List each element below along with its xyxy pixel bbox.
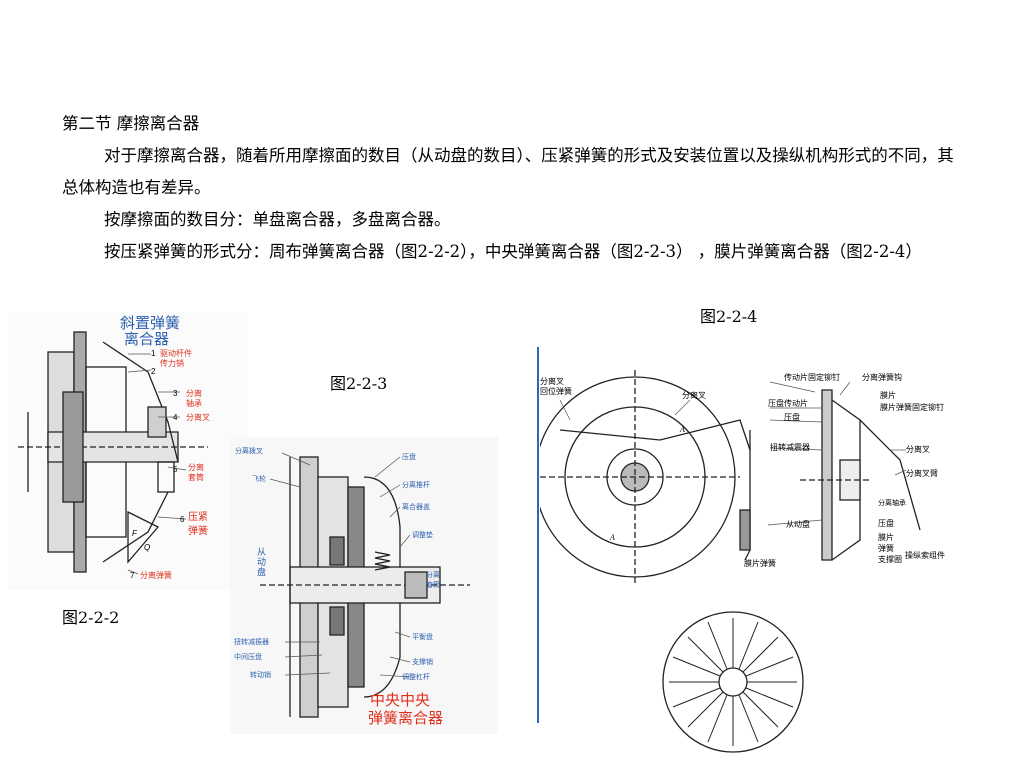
fig2-2-4-label-cable: 操纵索组件	[905, 550, 945, 560]
text-block: 第二节 摩擦离合器 对于摩擦离合器，随着所用摩擦面的数目（从动盘的数目）、压紧弹…	[62, 108, 962, 268]
figure-2-2-4-diagram: 分离叉 回位弹簧 分离叉 传动片固定铆钉 分离弹簧钩 膜片 膜片弹簧固定铆钉 压…	[540, 360, 980, 760]
fig2-2-3-label-flywheel: 飞轮	[252, 474, 266, 483]
fig2-2-4-label-fork-2: 分离叉	[682, 390, 706, 400]
fig2-2-3-label-release-fork: 分离拨叉	[235, 446, 263, 455]
figure-2-2-3-svg: 分离拨叉 飞轮 从 动 盘 扭转减振器 中间压盘 转动销 压盘 分离推杆 离合器…	[230, 437, 498, 734]
fig2-2-2-num-5: 5	[173, 465, 178, 474]
section-title: 第二节 摩擦离合器	[62, 114, 200, 133]
fig2-2-2-num-6: 6	[180, 515, 185, 524]
fig2-2-2-force-q: Q	[144, 543, 150, 552]
fig2-2-4-label-plate-2: 压盘	[878, 518, 894, 528]
fig2-2-3-label-sleeve: 套筒	[426, 580, 440, 589]
fig2-2-2-label-bearing: 轴承	[186, 398, 202, 408]
fig2-2-3-title-2: 弹簧离合器	[368, 710, 443, 727]
fig2-2-3-label-support-pin: 支撑销	[412, 657, 433, 666]
fig2-2-3-label-cover: 离合器盖	[402, 502, 430, 511]
fig2-2-4-label-plate-strap: 压盘传动片	[768, 398, 808, 408]
fig2-2-3-label-lever: 调整杠杆	[402, 672, 430, 681]
figure-2-2-2-diagram: 斜置弹簧 离合器 1 2 3 4 5 6 7 F Q 驱动杆件 传力销 分离 轴…	[8, 312, 248, 590]
fig2-2-4-label-pressure-plate: 压盘	[784, 412, 800, 422]
figure-2-2-3-diagram: 分离拨叉 飞轮 从 动 盘 扭转减振器 中间压盘 转动销 压盘 分离推杆 离合器…	[230, 437, 498, 734]
fig2-2-3-label-driven-1: 从	[257, 547, 266, 557]
fig2-2-2-label-pin: 传力销	[160, 358, 184, 368]
fig2-2-2-num-2: 2	[151, 367, 156, 376]
figure-divider	[537, 347, 539, 723]
fig2-2-2-label-press-1: 压紧	[188, 511, 208, 523]
fig2-2-2-label-release-2: 分离	[188, 462, 204, 472]
fig2-2-4-label-release-bearing: 分离轴承	[878, 498, 906, 507]
fig2-2-4-label-spring-2: 弹簧	[878, 543, 894, 553]
fig2-2-2-num-4: 4	[173, 413, 178, 422]
fig2-2-2-title-1: 斜置弹簧	[120, 315, 180, 332]
fig2-2-4-label-drive-rivet: 传动片固定铆钉	[784, 372, 840, 382]
fig2-2-4-mark-a-1: A	[609, 533, 615, 542]
fig2-2-3-title-1: 中央中央	[370, 692, 430, 709]
fig2-2-2-label-release-1: 分离	[186, 388, 202, 398]
fig2-2-4-label-fork: 分离叉	[540, 376, 564, 386]
paragraph-3: 按压紧弹簧的形式分：周布弹簧离合器（图2-2-2），中央弹簧离合器（图2-2-3…	[104, 242, 922, 261]
fig2-2-2-label-spring: 弹簧	[188, 524, 208, 537]
fig2-2-3-label-release: 分离	[426, 570, 440, 579]
fig2-2-3-label-pin: 转动销	[250, 670, 271, 679]
fig2-2-3-label-balance: 平衡盘	[412, 632, 433, 641]
fig2-2-4-label-fork-3: 分离叉	[906, 444, 930, 454]
fig2-2-4-label-release-hook: 分离弹簧钩	[862, 372, 902, 382]
fig2-2-4-label-diaphragm: 膜片	[880, 390, 896, 400]
fig2-2-3-label-shim: 调整垫	[412, 530, 433, 539]
fig2-2-3-label-release-rod: 分离推杆	[402, 480, 430, 489]
fig2-2-3-label-pressure-plate: 压盘	[402, 452, 416, 461]
fig2-2-3-label-driven-3: 盘	[257, 566, 266, 577]
fig2-2-2-label-drive-rod: 驱动杆件	[160, 348, 192, 358]
fig2-2-4-label-diaphragm-spring: 膜片弹簧	[744, 558, 776, 568]
fig2-2-3-label-driven-2: 动	[257, 557, 266, 567]
paragraph-1: 对于摩擦离合器，随着所用摩擦面的数目（从动盘的数目）、压紧弹簧的形式及安装位置以…	[62, 146, 954, 197]
fig2-2-2-title-2: 离合器	[124, 331, 169, 348]
fig2-2-4-label-diaphragm-2: 膜片	[878, 532, 894, 542]
fig2-2-2-num-7: 7	[130, 571, 135, 580]
fig2-2-4-mark-a-2: A	[679, 425, 685, 434]
fig2-2-4-label-support-ring: 支撑圈	[878, 554, 902, 564]
caption-fig-2-2-4: 图2-2-4	[700, 307, 758, 326]
fig2-2-4-label-damper: 扭转减震器	[770, 442, 810, 452]
fig2-2-3-label-damper: 扭转减振器	[234, 637, 269, 646]
fig2-2-2-num-1: 1	[151, 349, 156, 358]
fig2-2-4-label-fork-arm: 分离叉臂	[906, 468, 938, 478]
fig2-2-2-label-sleeve: 套筒	[188, 472, 204, 482]
figure-2-2-4-svg: 分离叉 回位弹簧 分离叉 传动片固定铆钉 分离弹簧钩 膜片 膜片弹簧固定铆钉 压…	[540, 370, 945, 753]
paragraph-2: 按摩擦面的数目分：单盘离合器，多盘离合器。	[104, 210, 451, 229]
fig2-2-4-label-spring-rivet: 膜片弹簧固定铆钉	[880, 402, 944, 412]
caption-fig-2-2-2: 图2-2-2	[62, 608, 120, 627]
fig2-2-4-label-driven-disc: 从动盘	[786, 519, 810, 529]
caption-fig-2-2-3: 图2-2-3	[330, 374, 388, 393]
fig2-2-2-label-release-spring: 分离弹簧	[140, 570, 172, 580]
fig2-2-3-label-middle-plate: 中间压盘	[234, 652, 262, 661]
fig2-2-4-label-return-spring: 回位弹簧	[540, 386, 572, 396]
fig2-2-2-label-fork: 分离叉	[186, 412, 210, 422]
figure-2-2-2-svg: 斜置弹簧 离合器 1 2 3 4 5 6 7 F Q 驱动杆件 传力销 分离 轴…	[8, 312, 248, 590]
fig2-2-2-force-f: F	[132, 529, 138, 538]
fig2-2-2-num-3: 3	[173, 389, 178, 398]
